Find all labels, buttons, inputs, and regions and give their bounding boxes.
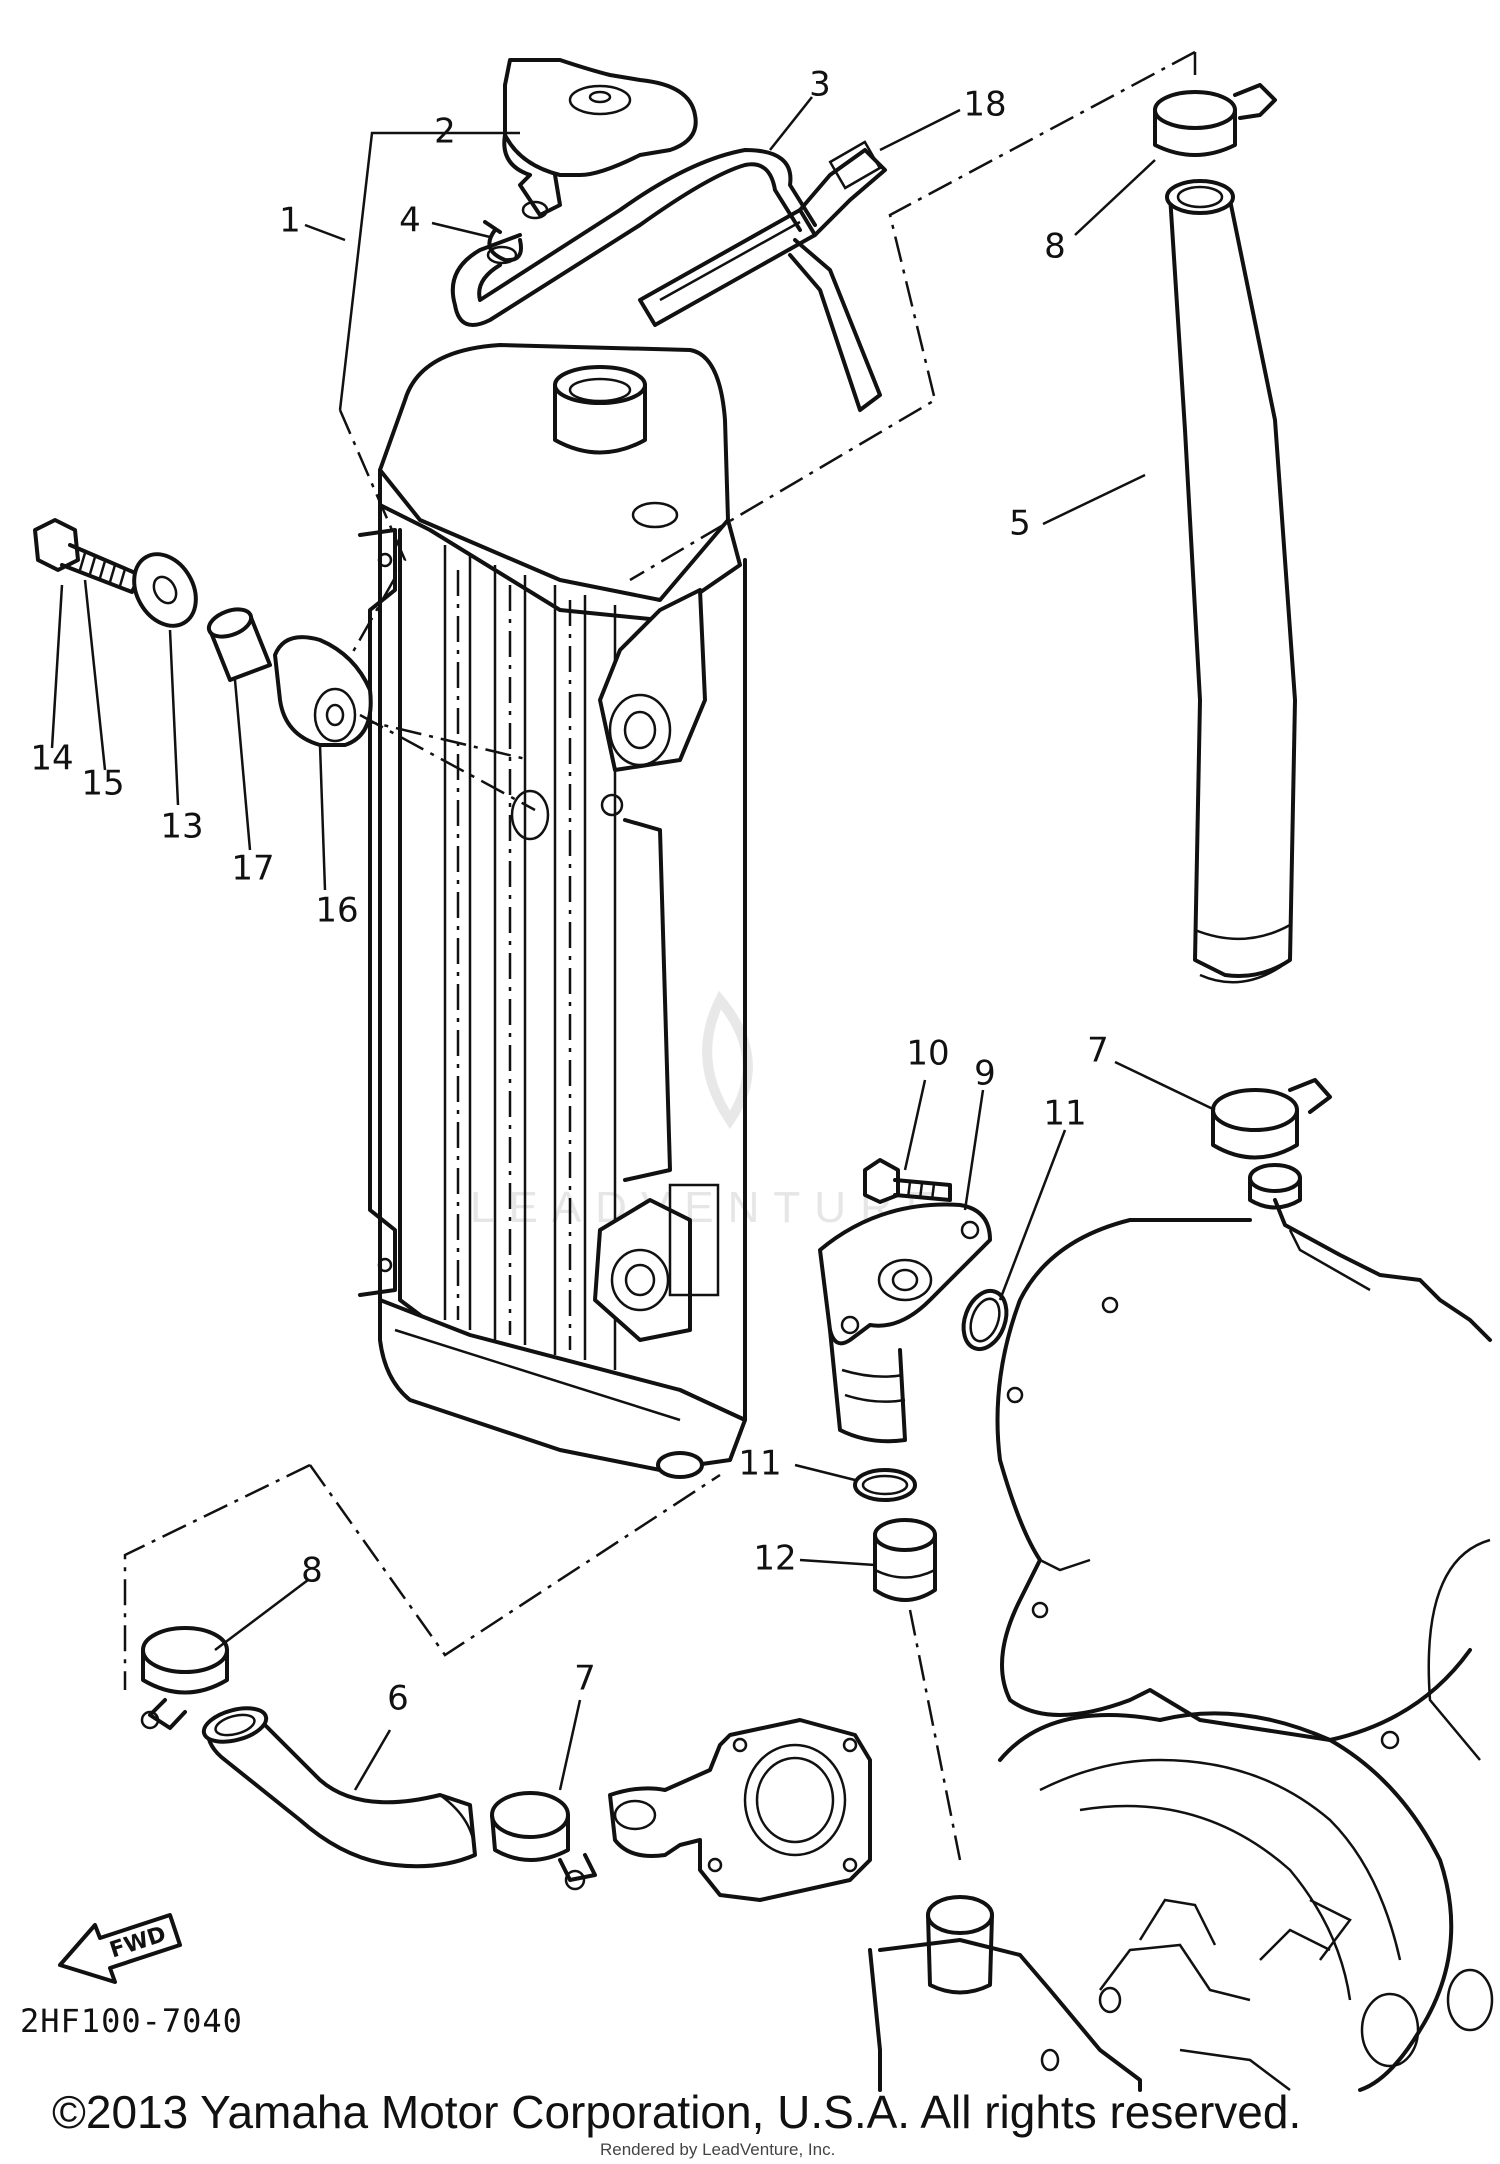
- pipe-fitting-12: [873, 1518, 937, 1602]
- callout-8b: 8: [301, 1551, 323, 1591]
- callout-2: 2: [434, 112, 456, 152]
- washer-13: [132, 552, 198, 628]
- diagram-code: 2HF100-7040: [20, 2002, 243, 2040]
- callout-16: 16: [315, 891, 358, 931]
- copyright-notice: ©2013 Yamaha Motor Corporation, U.S.A. A…: [52, 2086, 1301, 2138]
- group-line-bottom: [123, 1463, 721, 1690]
- callout-17: 17: [231, 849, 274, 889]
- mount-axis-line: [359, 713, 536, 812]
- hose-clamp-top: [1153, 83, 1277, 157]
- o-ring-lower: [853, 1468, 917, 1502]
- fwd-arrow-icon: FWD: [58, 1913, 182, 1984]
- callout-5: 5: [1009, 504, 1031, 544]
- radiator-cap: [502, 58, 698, 220]
- callout-14: 14: [30, 739, 73, 779]
- grommet-16: [273, 635, 373, 747]
- engine-case: [868, 1198, 1494, 2092]
- overflow-hose: [450, 148, 882, 412]
- rendered-by-notice: Rendered by LeadVenture, Inc.: [600, 2140, 835, 2159]
- leader-lines: [50, 96, 1216, 1791]
- callout-15: 15: [81, 764, 124, 804]
- bolt-10: [863, 1158, 952, 1204]
- callout-7b: 7: [574, 1659, 596, 1699]
- upper-hose: [1165, 179, 1297, 984]
- bolt-14-15: [33, 518, 142, 594]
- sleeve: [1248, 1163, 1302, 1210]
- hose-clamp-mid: [1211, 1078, 1332, 1160]
- callouts: 1 2 3 4 5 6 7 7 8 8 9 10 11 11 12 13 14 …: [30, 65, 1108, 1719]
- mount-hole: [510, 789, 550, 841]
- callout-13: 13: [160, 807, 203, 847]
- callout-11b: 11: [738, 1444, 781, 1484]
- callout-9: 9: [974, 1054, 996, 1094]
- callout-1: 1: [279, 201, 301, 241]
- callout-4: 4: [399, 201, 421, 241]
- callout-6: 6: [387, 1679, 409, 1719]
- callout-12: 12: [753, 1539, 796, 1579]
- callout-8a: 8: [1044, 227, 1066, 267]
- radiator: [358, 343, 747, 1479]
- o-ring-upper: [961, 1288, 1009, 1352]
- hose-clamp-bottom: [490, 1791, 597, 1891]
- callout-11a: 11: [1043, 1094, 1086, 1134]
- hose-clamp-bottom-left: [140, 1626, 229, 1730]
- collar-17: [206, 607, 272, 682]
- cable-tie: [638, 140, 887, 327]
- group-line-radiator: [318, 409, 531, 762]
- water-pump-cover: [608, 1718, 872, 1902]
- lower-hose: [201, 1706, 477, 1869]
- water-pipe-fitting: [818, 1202, 992, 1444]
- group-line-hose-clamp-top: [629, 50, 1197, 582]
- hose-clip: [483, 220, 523, 263]
- callout-3: 3: [809, 65, 831, 105]
- callout-18: 18: [963, 85, 1006, 125]
- fitting-axis-line: [908, 1609, 962, 1861]
- callout-10: 10: [906, 1034, 949, 1074]
- callout-7a: 7: [1087, 1031, 1109, 1071]
